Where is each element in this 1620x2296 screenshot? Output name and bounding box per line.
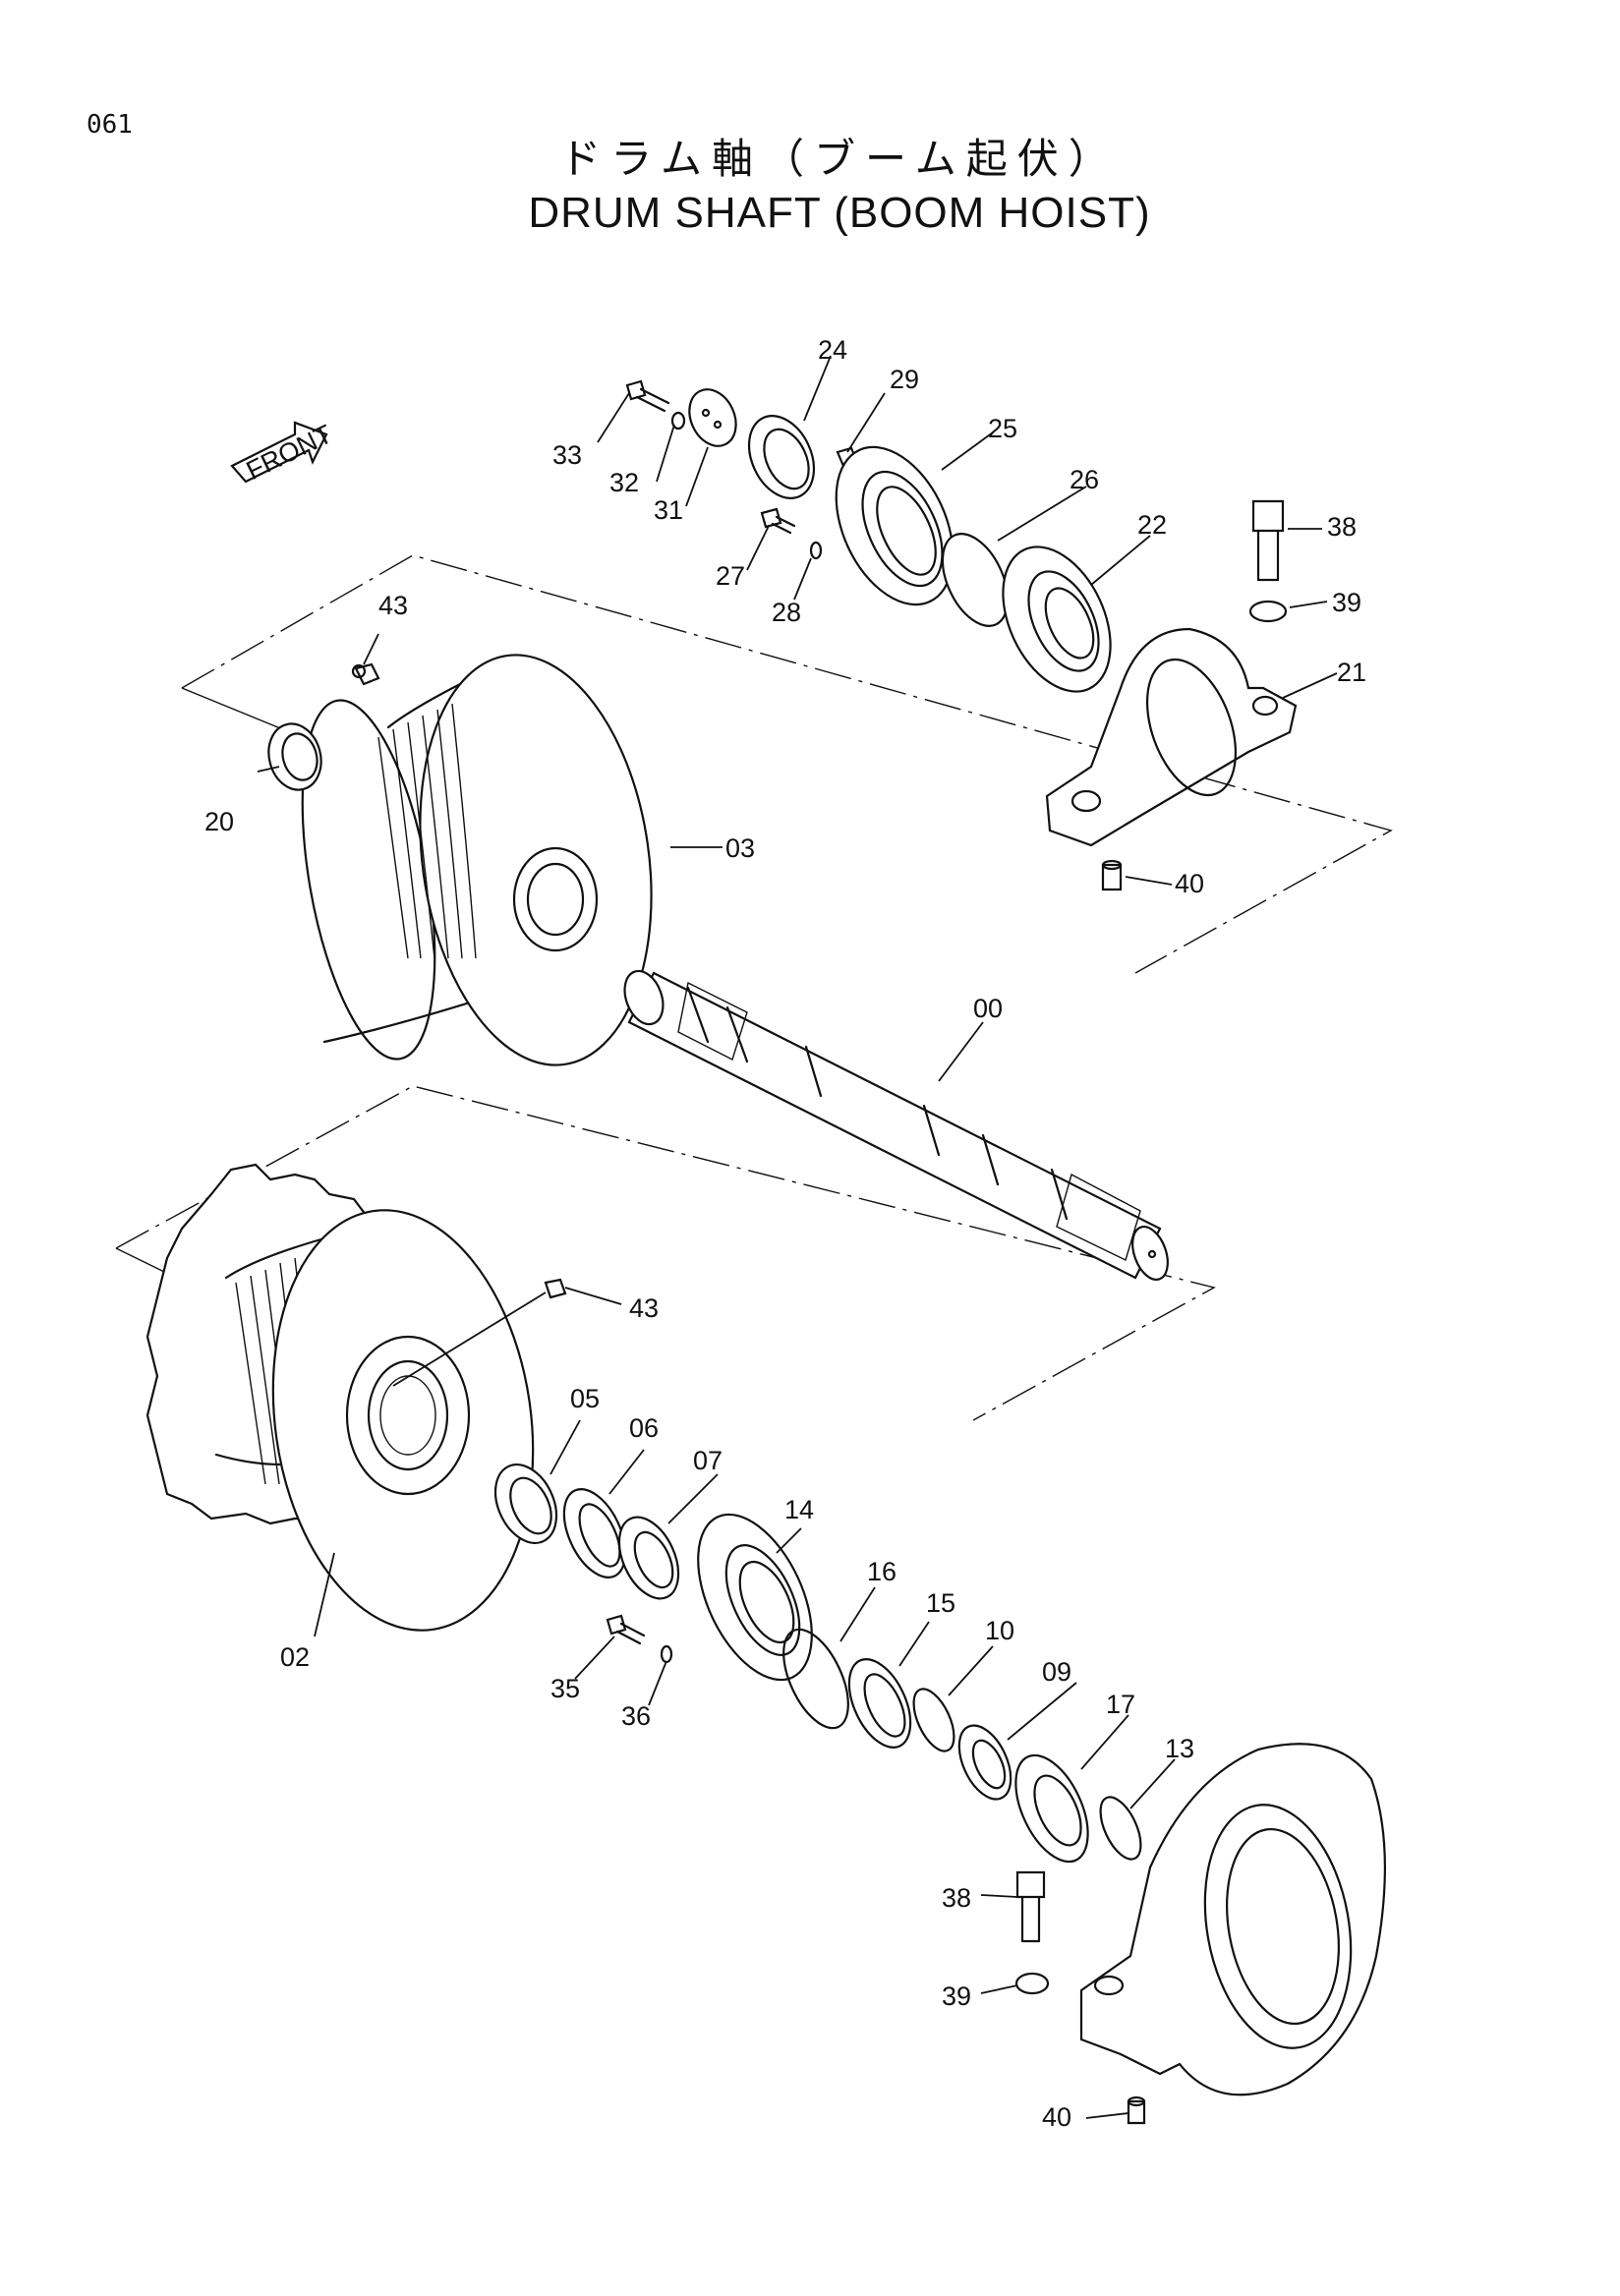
- callout-15: 15: [926, 1588, 955, 1618]
- washer-28: [809, 541, 823, 560]
- leader-lines: [257, 355, 1338, 2119]
- callout-20: 20: [204, 807, 234, 836]
- callout-40-lower: 40: [1042, 2102, 1071, 2132]
- o-ring-16: [782, 1628, 849, 1730]
- callout-36: 36: [621, 1701, 651, 1731]
- callout-43-upper: 43: [378, 591, 408, 620]
- lower-drum: [145, 1163, 535, 1632]
- lock-nut-07: [617, 1516, 680, 1600]
- callout-39-lower: 39: [942, 1981, 971, 2011]
- callout-09: 09: [1042, 1657, 1071, 1687]
- drum-shaft: [623, 969, 1169, 1281]
- callout-32: 32: [609, 468, 639, 497]
- callout-40-upper: 40: [1175, 869, 1204, 898]
- bearing-housing-lower: [1079, 1743, 1386, 2096]
- callout-21: 21: [1337, 658, 1366, 687]
- callout-02: 02: [280, 1642, 310, 1672]
- cover-25: [835, 445, 955, 606]
- lock-washer-06: [562, 1488, 627, 1578]
- seal-ring-20: [267, 722, 322, 791]
- cover-14: [697, 1513, 813, 1682]
- callout-10: 10: [985, 1616, 1014, 1645]
- washer-36: [660, 1644, 673, 1664]
- callout-03: 03: [725, 833, 755, 863]
- callout-38-upper: 38: [1327, 512, 1357, 542]
- callout-17: 17: [1106, 1690, 1135, 1719]
- callout-labels: 33 32 31 24 29 25 26 22 38 39 21 40 27 2…: [204, 335, 1366, 2132]
- washer-39-upper: [1248, 600, 1288, 623]
- callout-26: 26: [1070, 465, 1099, 494]
- lower-assembly-frame: [115, 1085, 1216, 1421]
- callout-07: 07: [693, 1446, 723, 1475]
- snap-ring-13: [1099, 1796, 1142, 1861]
- bolt-35: [606, 1614, 646, 1645]
- callout-35: 35: [550, 1674, 580, 1703]
- grease-nipple-43-lower: [544, 1278, 567, 1299]
- callout-16: 16: [867, 1557, 897, 1586]
- upper-frame-left: [181, 687, 291, 733]
- front-label: FRONT: [242, 419, 337, 486]
- pin-40-upper: [1101, 859, 1123, 891]
- upper-assembly-frame: [181, 554, 1393, 974]
- callout-38-lower: 38: [942, 1883, 971, 1913]
- bearing-22: [1002, 545, 1112, 693]
- callout-43-lower: 43: [629, 1293, 659, 1323]
- washer-32: [670, 411, 686, 430]
- seal-15: [847, 1658, 912, 1749]
- ring-26: [941, 533, 1010, 627]
- callout-39-upper: 39: [1332, 588, 1361, 617]
- callout-06: 06: [629, 1413, 659, 1443]
- bearing-housing-21: [1045, 627, 1298, 847]
- seal-24: [747, 415, 816, 499]
- callout-25: 25: [988, 414, 1017, 443]
- callout-29: 29: [890, 365, 919, 394]
- page-number: 061: [87, 110, 133, 140]
- bolt-33: [625, 379, 670, 413]
- callout-28: 28: [772, 598, 801, 627]
- bearing-17: [1014, 1753, 1089, 1864]
- title-english: DRUM SHAFT (BOOM HOIST): [528, 189, 1151, 237]
- bolt-38-upper: [1251, 499, 1285, 582]
- upper-drum: [301, 654, 653, 1066]
- washer-39-lower: [1014, 1972, 1050, 1995]
- grease-nipple-43-upper: [351, 662, 380, 686]
- bolt-27: [760, 507, 796, 535]
- bolt-38-lower: [1015, 1870, 1046, 1943]
- callout-00: 00: [973, 994, 1003, 1023]
- callout-31: 31: [654, 495, 683, 525]
- leader-43-inner: [392, 1292, 547, 1387]
- callout-27: 27: [716, 561, 745, 591]
- callout-05: 05: [570, 1384, 600, 1413]
- plate-31: [688, 388, 737, 447]
- callout-13: 13: [1165, 1734, 1194, 1763]
- callout-14: 14: [784, 1495, 814, 1524]
- callout-22: 22: [1137, 510, 1167, 540]
- callout-24: 24: [818, 335, 847, 365]
- collar-09: [957, 1724, 1012, 1801]
- callout-33: 33: [552, 440, 582, 470]
- pin-40-lower: [1127, 2095, 1146, 2125]
- nut-05: [493, 1464, 558, 1544]
- title-japanese: ドラム軸（ブーム起伏）: [559, 135, 1120, 183]
- ring-10: [912, 1688, 955, 1752]
- front-arrow-icon: FRONT: [230, 419, 337, 486]
